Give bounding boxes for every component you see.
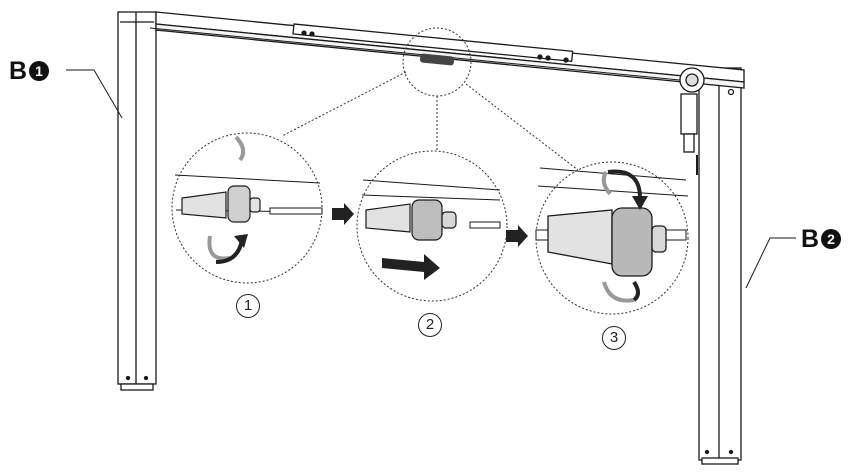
top-crossbeam bbox=[149, 11, 745, 89]
left-leg bbox=[117, 11, 157, 391]
detail-circle-step1 bbox=[171, 132, 323, 284]
step-number-2: 2 bbox=[418, 313, 442, 337]
magnifier-leader-lines bbox=[281, 71, 579, 171]
label-b2-number: 2 bbox=[821, 229, 842, 250]
label-b2-letter: B bbox=[801, 224, 820, 253]
right-leg bbox=[698, 67, 742, 465]
label-b1-letter: B bbox=[9, 56, 28, 85]
step-number-1: 1 bbox=[236, 294, 260, 318]
flow-arrow-2-3 bbox=[506, 225, 528, 247]
label-b1-number: 1 bbox=[29, 61, 50, 82]
drive-motor bbox=[679, 67, 705, 175]
label-leader-lines bbox=[66, 69, 796, 289]
step-number-3: 3 bbox=[602, 326, 626, 350]
detail-circle-step3 bbox=[535, 161, 689, 315]
flow-arrow-1-2 bbox=[332, 203, 354, 225]
detail-circle-step2 bbox=[356, 150, 508, 302]
